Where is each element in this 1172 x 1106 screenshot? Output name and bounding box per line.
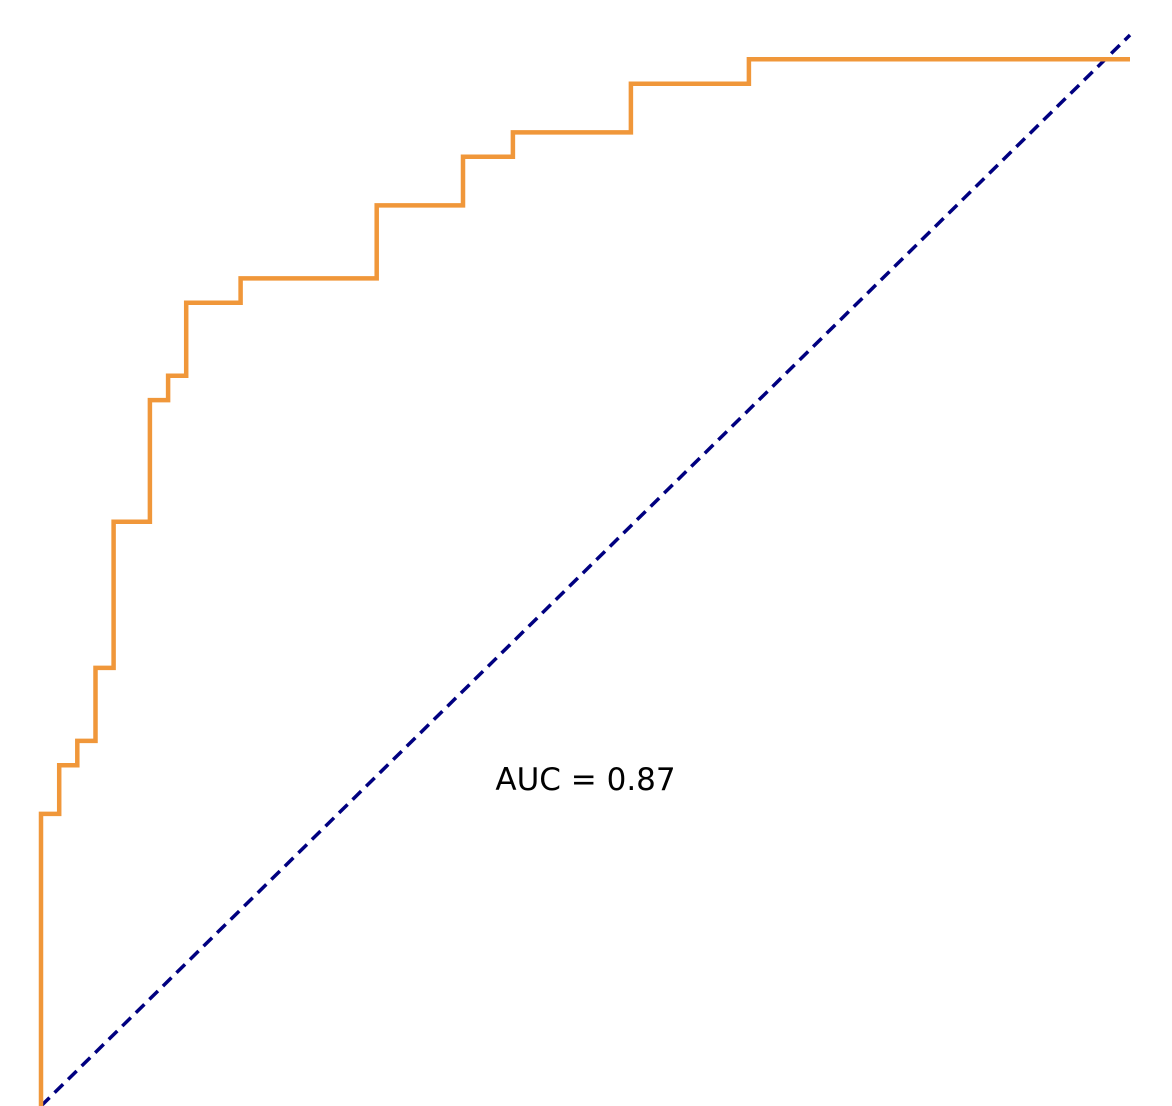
roc-curve-line <box>38 57 1130 1106</box>
plot-area: AUC = 0.87 <box>38 33 1132 1106</box>
chance-diagonal-line <box>39 33 1132 1106</box>
auc-annotation: AUC = 0.87 <box>495 762 675 798</box>
